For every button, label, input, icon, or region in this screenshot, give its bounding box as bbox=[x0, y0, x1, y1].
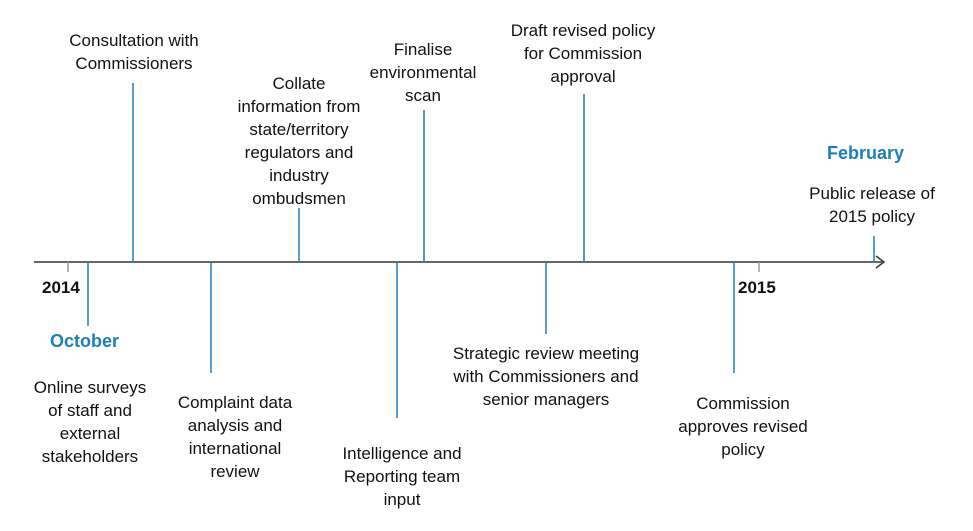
timeline-arrowhead bbox=[875, 255, 886, 269]
event-label-complaint-data: Complaint data analysis and internationa… bbox=[177, 393, 293, 481]
year-label-end: 2015 bbox=[738, 278, 776, 297]
month-label-end: February bbox=[827, 143, 905, 163]
event-label-environmental-scan: Finalise environmental scan bbox=[369, 40, 477, 105]
month-label-start: October bbox=[50, 331, 120, 351]
event-label-strategic-review: Strategic review meeting with Commission… bbox=[452, 344, 640, 409]
event-label-draft-revised-policy: Draft revised policy for Commission appr… bbox=[510, 21, 656, 86]
event-label-commission-approves: Commission approves revised policy bbox=[678, 394, 808, 459]
year-label-start: 2014 bbox=[42, 278, 80, 297]
event-label-intelligence-reporting: Intelligence and Reporting team input bbox=[342, 444, 462, 509]
event-label-collate-information: Collate information from state/territory… bbox=[237, 74, 361, 208]
event-label-public-release: Public release of 2015 policy bbox=[809, 184, 935, 226]
event-label-online-surveys: Online surveys of staff and external sta… bbox=[33, 378, 147, 466]
event-label-consultation: Consultation with Commissioners bbox=[69, 31, 199, 73]
